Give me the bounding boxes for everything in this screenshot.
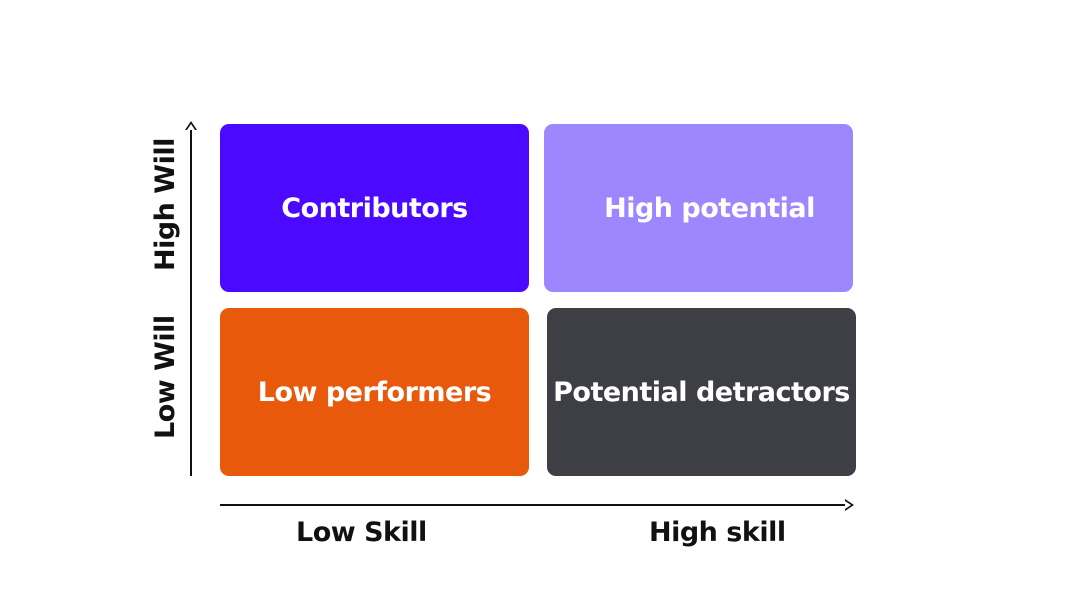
x-axis-high-label: High skill xyxy=(649,517,786,548)
x-axis-arrow-inner xyxy=(845,501,851,509)
quadrant-potential-detractors: Potential detractors xyxy=(547,308,856,476)
x-axis-line xyxy=(220,504,852,506)
y-axis-low-label: Low Will xyxy=(150,315,181,439)
y-axis-high-label: High Will xyxy=(150,138,181,271)
quadrant-label: Low performers xyxy=(257,376,492,408)
quadrant-contributors: Contributors xyxy=(220,124,529,292)
quadrant-label: High potential xyxy=(604,192,815,224)
quadrant-high-potential: High potential xyxy=(544,124,853,292)
y-axis-line xyxy=(190,126,192,476)
quadrant-label: Potential detractors xyxy=(553,376,850,408)
quadrant-label: Contributors xyxy=(281,192,468,224)
quadrant-low-performers: Low performers xyxy=(220,308,529,476)
x-axis-low-label: Low Skill xyxy=(296,517,427,548)
y-axis-arrow-inner xyxy=(187,124,195,130)
